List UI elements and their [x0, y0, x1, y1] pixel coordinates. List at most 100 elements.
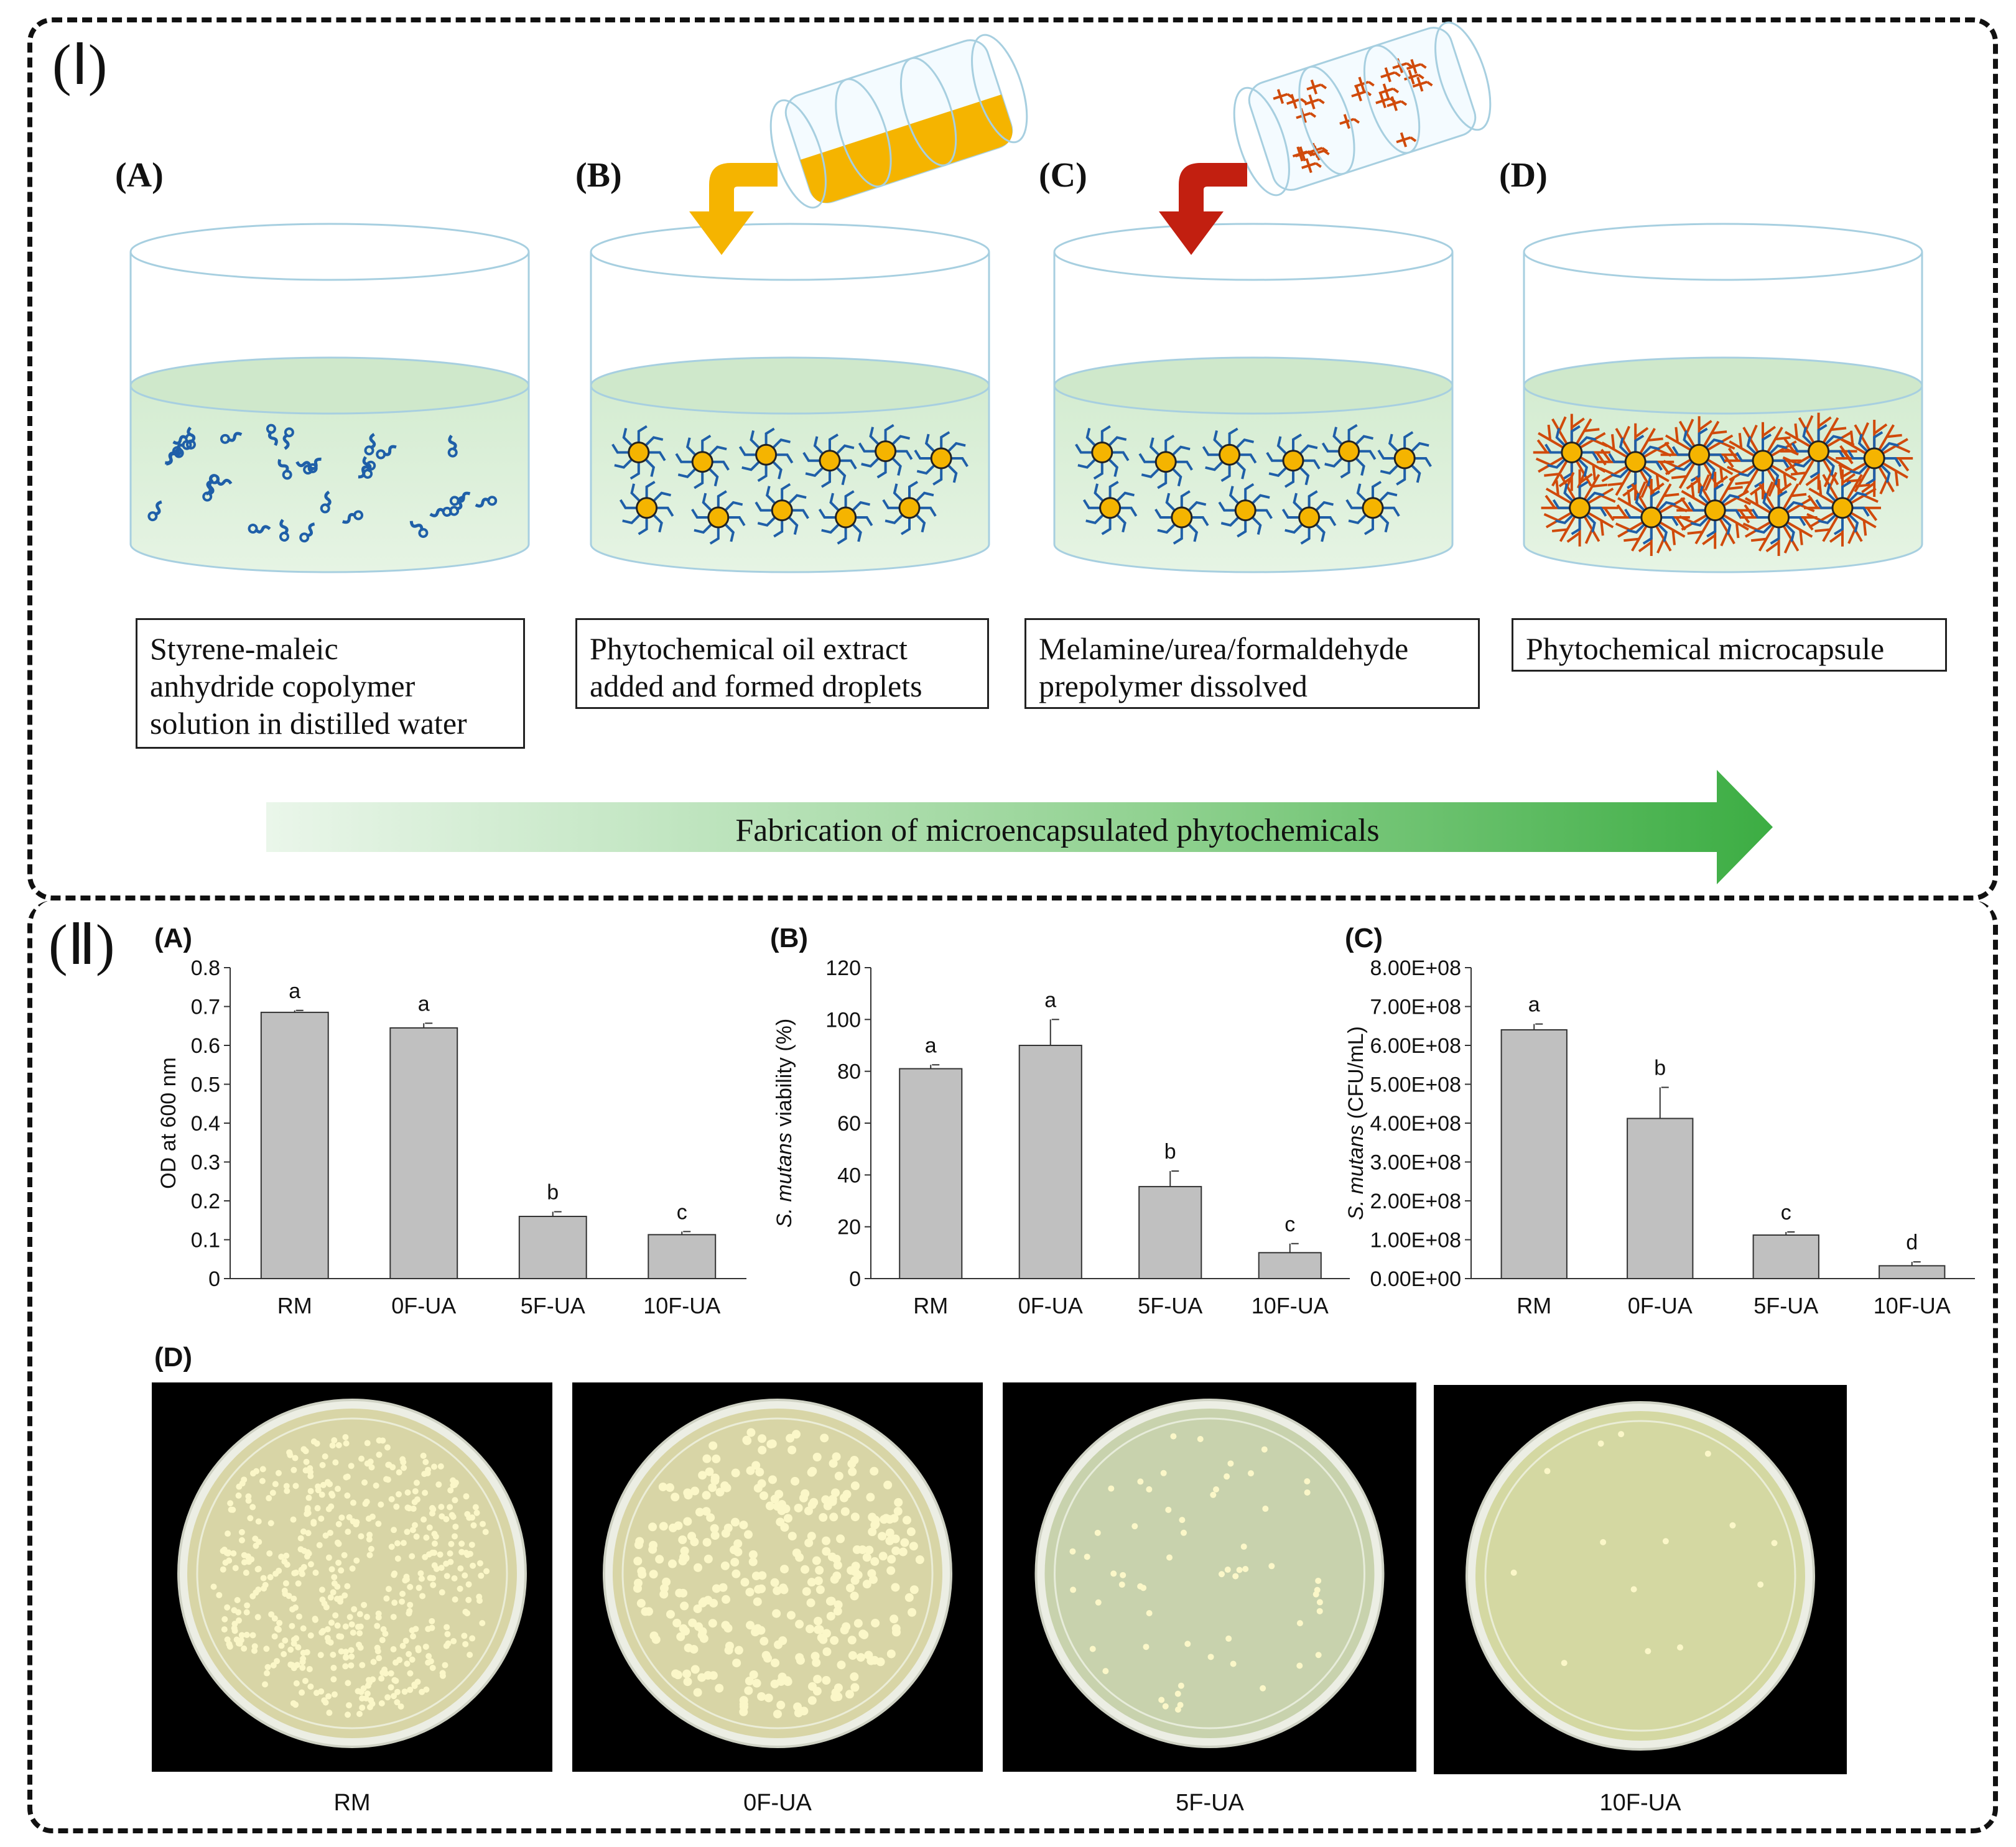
- colony: [450, 1477, 457, 1484]
- colony: [427, 1575, 434, 1581]
- colony: [385, 1461, 392, 1468]
- colony: [753, 1484, 763, 1493]
- colony: [1224, 1473, 1230, 1480]
- colony: [457, 1565, 464, 1572]
- colony: [715, 1683, 724, 1693]
- colony: [690, 1665, 700, 1674]
- colony: [792, 1548, 801, 1558]
- colony: [1704, 1450, 1711, 1457]
- microcapsule: [1740, 479, 1818, 556]
- colony: [307, 1632, 314, 1639]
- colony: [746, 1428, 756, 1437]
- colony: [394, 1699, 401, 1706]
- colony: [343, 1440, 350, 1447]
- colony: [822, 1536, 831, 1545]
- colony: [283, 1483, 290, 1489]
- colony: [866, 1493, 875, 1502]
- y-tick-label: 0.4: [191, 1112, 220, 1136]
- colony: [335, 1486, 341, 1493]
- colony: [251, 1643, 258, 1650]
- colony: [853, 1619, 863, 1628]
- colony: [795, 1653, 804, 1662]
- colony: [302, 1677, 309, 1684]
- colony: [409, 1553, 416, 1560]
- colony: [305, 1509, 312, 1516]
- colony: [758, 1445, 767, 1455]
- colony: [409, 1627, 416, 1634]
- colony: [1131, 1523, 1138, 1530]
- colony: [295, 1580, 302, 1587]
- microcapsule: [1541, 469, 1619, 547]
- colony: [230, 1550, 237, 1557]
- colony: [814, 1576, 823, 1586]
- colony: [388, 1670, 394, 1677]
- colony: [891, 1546, 901, 1555]
- prepolymer-mesh: [1301, 158, 1322, 174]
- colony: [802, 1587, 811, 1596]
- colony: [338, 1648, 345, 1655]
- significance-label: a: [1044, 988, 1056, 1012]
- colony: [292, 1604, 299, 1611]
- colony: [210, 1583, 217, 1590]
- bar-0F-UA: [1627, 1118, 1694, 1279]
- colony: [430, 1581, 437, 1588]
- colony: [829, 1512, 838, 1522]
- colony: [673, 1670, 682, 1680]
- colony: [672, 1618, 682, 1627]
- colony: [822, 1675, 831, 1685]
- dish-lid-edge: [621, 1417, 934, 1729]
- colony: [438, 1565, 445, 1572]
- oil-pour-arrow: [689, 163, 778, 255]
- colony: [350, 1499, 356, 1506]
- colony: [346, 1614, 353, 1621]
- colony: [238, 1529, 245, 1535]
- colony: [1110, 1570, 1117, 1577]
- colony: [447, 1558, 454, 1565]
- colony: [390, 1646, 397, 1653]
- colony: [245, 1498, 252, 1504]
- colony: [284, 1488, 290, 1494]
- colony: [447, 1487, 454, 1494]
- colony: [768, 1475, 778, 1484]
- bar-10F-UA: [648, 1234, 717, 1279]
- colony: [807, 1532, 816, 1541]
- colony: [391, 1693, 397, 1700]
- colony: [1146, 1486, 1153, 1493]
- colony: [470, 1522, 477, 1529]
- colony: [870, 1466, 879, 1476]
- colony: [833, 1560, 842, 1570]
- colony: [413, 1533, 420, 1540]
- colony: [435, 1481, 442, 1488]
- colony: [378, 1675, 385, 1682]
- colony: [283, 1552, 290, 1559]
- colony: [368, 1545, 374, 1552]
- colony: [906, 1527, 916, 1537]
- colony: [772, 1609, 781, 1618]
- colony: [330, 1664, 337, 1671]
- colony: [712, 1454, 721, 1463]
- copolymer-chain: [266, 424, 278, 447]
- colony: [331, 1691, 338, 1698]
- colony: [243, 1631, 250, 1638]
- copolymer-chain: [320, 490, 332, 514]
- colony: [708, 1441, 718, 1450]
- agar: [1475, 1411, 1805, 1741]
- colony: [318, 1515, 325, 1522]
- colony: [807, 1696, 817, 1705]
- colony: [823, 1501, 832, 1511]
- colony: [858, 1629, 868, 1639]
- colony: [336, 1633, 343, 1640]
- cup-base: [971, 34, 1028, 144]
- colony: [807, 1578, 816, 1587]
- colony: [850, 1683, 860, 1692]
- colony: [819, 1513, 828, 1522]
- colony: [464, 1552, 471, 1558]
- y-tick-label: 0.2: [191, 1190, 220, 1213]
- colony: [307, 1488, 314, 1494]
- colony: [292, 1455, 299, 1461]
- colony: [1630, 1586, 1637, 1593]
- significance-label: a: [925, 1034, 937, 1057]
- colony: [659, 1583, 669, 1593]
- colony: [472, 1504, 479, 1511]
- colony: [1227, 1460, 1234, 1467]
